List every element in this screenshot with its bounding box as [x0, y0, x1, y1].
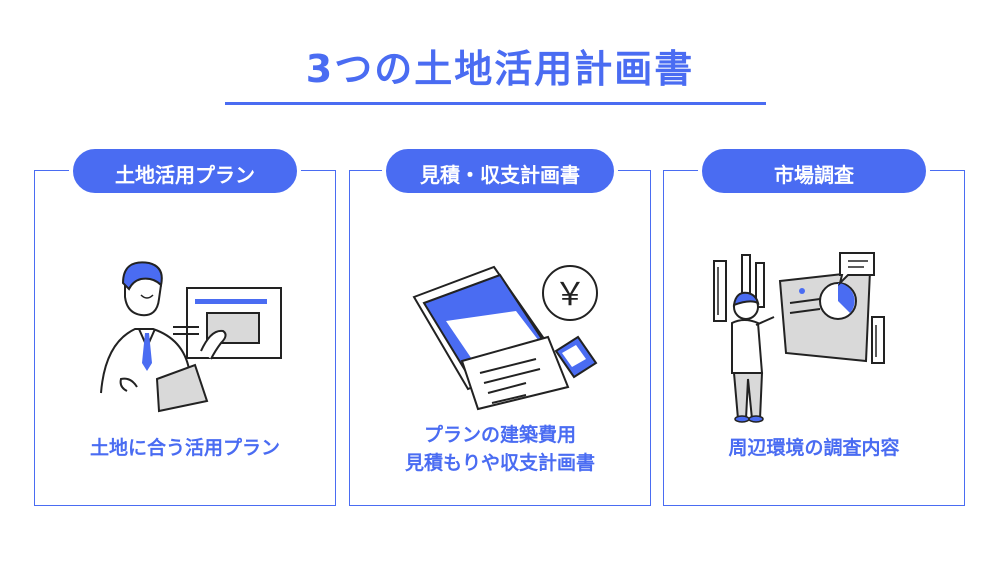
card-label: 見積・収支計画書 [382, 145, 618, 197]
card-caption: 周辺環境の調査内容 [664, 434, 964, 462]
card-label: 市場調査 [698, 145, 930, 197]
card-estimate-budget: 見積・収支計画書 ￥ プランの建築費用 見積もりや収支計画書 [349, 145, 651, 506]
card-land-use-plan: 土地活用プラン 土地に合う活用プラン [34, 145, 336, 506]
caption-line: 周辺環境の調査内容 [728, 437, 900, 459]
documents-with-yen-icon: ￥ [412, 265, 598, 411]
caption-line: プランの建築費用 [423, 424, 576, 446]
card-label: 土地活用プラン [69, 145, 301, 197]
title-underline [225, 102, 766, 105]
card-market-research: 市場調査 周辺環境の調査内容 [663, 145, 965, 506]
page-title: 3つの土地活用計画書 [305, 47, 695, 91]
person-analyzing-charts-icon [713, 252, 885, 423]
yen-symbol: ￥ [554, 275, 586, 313]
caption-line: 土地に合う活用プラン [89, 437, 280, 459]
caption-line: 見積もりや収支計画書 [404, 452, 595, 474]
card-caption: プランの建築費用 見積もりや収支計画書 [350, 421, 650, 477]
card-caption: 土地に合う活用プラン [35, 434, 335, 462]
presenter-with-board-icon [100, 261, 282, 413]
